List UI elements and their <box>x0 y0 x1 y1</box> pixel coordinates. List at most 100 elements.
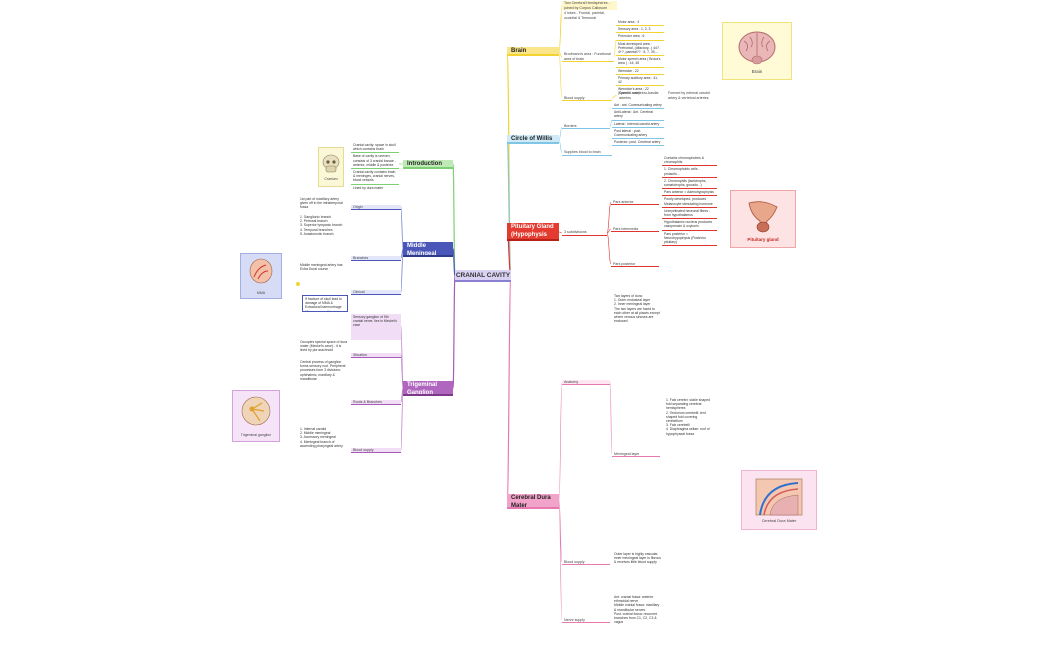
pars-intermedia[interactable]: Pars intermedia <box>611 227 659 232</box>
pars-posterior[interactable]: Pars posterior <box>611 262 659 267</box>
connector-line <box>558 231 563 234</box>
connector-line <box>611 94 618 99</box>
mma-clinical-note[interactable]: If fracture of skull lead to damage of M… <box>302 295 348 312</box>
connector-line <box>400 387 404 451</box>
topic-middle-meningeal-artery[interactable]: Middle Meningeal Artery <box>403 242 453 257</box>
circle-border-item[interactable]: Ant/Lateral : Ant. Cerebral artery <box>612 109 664 121</box>
connector-line <box>558 381 563 502</box>
connector-line <box>558 500 563 621</box>
connector-line <box>506 275 512 502</box>
topic-pituitary-gland[interactable]: Pituitary Gland (Hypophysis Cerebri) <box>507 223 559 241</box>
trigeminal-roots-label[interactable]: Roots & Branches <box>351 400 401 405</box>
dura-nerve-text[interactable]: Ant. cranial fossa: anterior ethmoidal n… <box>614 595 660 625</box>
trigeminal-situation-label[interactable]: Situation <box>351 353 401 358</box>
topic-cerebral-dura-mater[interactable]: Cerebral Dura Mater <box>507 494 559 509</box>
connector-line <box>506 51 512 277</box>
dura-anatomy-text[interactable]: Two layers of dura: 1. Outer endosteal l… <box>614 294 660 324</box>
brain-lobes[interactable]: 4 lobes - Frontal, parietal, occipital &… <box>564 11 605 19</box>
dura-blood-text[interactable]: Outer layer is highly vascular, inner me… <box>614 552 661 565</box>
brodmann-item[interactable]: Motor speech area ( Broca's area ) : 44,… <box>616 56 664 68</box>
connector-line <box>400 248 404 293</box>
brain-blood-supply-label[interactable]: Blood supply <box>562 96 612 101</box>
central-topic[interactable]: CRANIAL CAVITY <box>455 270 511 282</box>
brodmann-item[interactable]: Wernicke : 22 <box>616 68 664 75</box>
brain-hemispheres[interactable]: Two Cerebral Hemispheres - joined by Cor… <box>562 1 617 10</box>
pituitary-icon <box>748 200 778 232</box>
trigeminal-caption: Trigeminal ganglion <box>240 433 272 437</box>
pituitary-note[interactable]: Pars anterior = Adenohypophysis <box>662 189 717 197</box>
trigeminal-roots-text[interactable]: Central process of ganglion forms sensor… <box>300 360 346 381</box>
brodmann-item[interactable]: Primary auditory area : 41, 42 <box>616 75 664 87</box>
connector-line <box>452 248 456 277</box>
mma-origin-label[interactable]: Origin <box>351 205 401 210</box>
intro-item[interactable]: Lined by dura mater <box>351 185 399 190</box>
circle-border-item[interactable]: Post lateral : post. Communicating arter… <box>612 128 664 140</box>
mma-clinical-label[interactable]: Clinical <box>351 290 401 295</box>
brain-image-caption: Brain <box>751 68 763 74</box>
brodmann-item[interactable]: Sensory area : 1, 2, 3 <box>616 26 664 34</box>
mma-clinical-text[interactable]: Middle meningeal artery has Extra Dural … <box>300 263 343 272</box>
pituitary-note[interactable]: Hypothalamic nucleus produces vasopressi… <box>662 219 717 231</box>
mma-branches-label[interactable]: Branches <box>351 256 401 261</box>
trigeminal-intro[interactable]: Sensory ganglion of 5th cranial nerve, l… <box>351 314 401 340</box>
dura-caption: Cerebral Dura Mater <box>761 519 797 523</box>
brain-image: Brain <box>722 22 792 80</box>
pituitary-note[interactable]: 2. Chromophils (lactotrophs, somatotroph… <box>662 178 717 190</box>
dura-image: Cerebral Dura Mater <box>741 470 817 530</box>
dura-meningeal-label[interactable]: Meningeal layer <box>612 452 660 457</box>
intro-item[interactable]: Cranial cavity: space in skull which con… <box>351 142 399 154</box>
pituitary-note[interactable]: Pars posterior = Neurohypophysis (Poster… <box>662 231 717 247</box>
brain-icon <box>738 31 776 64</box>
mma-image: MMA <box>240 253 282 299</box>
mma-caption: MMA <box>256 291 266 295</box>
cranium-caption: Cranium <box>324 177 338 181</box>
intro-list: Cranial cavity: space in skull which con… <box>351 142 399 190</box>
brain-blood-supply-note[interactable]: Formed by internal carotid artery & vert… <box>668 91 710 100</box>
trigeminal-situation-text[interactable]: Occupies special space of dura mater (Me… <box>300 340 348 353</box>
pituitary-subdivisions[interactable]: 3 subdivisions <box>562 230 607 236</box>
trigeminal-blood-text[interactable]: 1. Internal carotid 2. Middle meningeal … <box>300 427 343 448</box>
dura-anatomy-label[interactable]: Anatomy <box>562 380 610 385</box>
pituitary-note[interactable]: Contains chromophobes & chromophils <box>662 155 717 167</box>
connector-line <box>558 51 563 58</box>
brodmann-item[interactable]: Motor area : 4 <box>616 19 664 27</box>
dura-meningeal-text[interactable]: 1. Falx cerebri: sickle shaped fold sepa… <box>666 398 710 436</box>
brodmann-label[interactable]: Brodmann's area : Functional area of bra… <box>562 52 614 62</box>
pituitary-note[interactable]: Unmyelinated neuronal fibres - from hypo… <box>662 208 717 220</box>
circle-border-item[interactable]: Ant : ant. Communicating artery <box>612 102 664 110</box>
pituitary-note[interactable]: Poorly developed, produces Melanocyte st… <box>662 196 717 208</box>
connector-line <box>558 139 563 154</box>
warning-icon <box>296 282 300 286</box>
intro-item[interactable]: Cranial cavity contains brain & meninges… <box>351 169 399 185</box>
intro-item[interactable]: Base of cavity is uneven, consists of 3 … <box>351 153 399 170</box>
circle-border-item[interactable]: Posterior: post. Cerebral artery <box>612 139 664 147</box>
dura-blood-label[interactable]: Blood supply <box>562 560 610 565</box>
trigeminal-icon <box>241 396 271 426</box>
circle-border-item[interactable]: Lateral : Internal carotid artery <box>612 121 664 128</box>
brodmann-item[interactable]: Wernicke's area : 22 (Speech area) <box>616 86 664 95</box>
circle-supply[interactable]: Supplies blood to brain <box>562 150 612 156</box>
trigeminal-blood-label[interactable]: Blood supply <box>351 448 401 453</box>
dura-icon <box>755 478 803 516</box>
brodmann-item[interactable]: Most developed area : Prefrontal, (olfac… <box>616 41 664 57</box>
mma-origin-text[interactable]: 1st part of maxillary artery given off i… <box>300 197 343 210</box>
pars-anterior[interactable]: Pars anterior <box>611 200 659 205</box>
connector-line <box>400 354 404 389</box>
brodmann-item[interactable]: Premotor area : 6 <box>616 33 664 41</box>
connector-line <box>558 126 563 141</box>
topic-circle-of-willis[interactable]: Circle of Willis <box>507 135 559 144</box>
circle-borders-label[interactable]: Borders <box>562 124 610 129</box>
topic-brain[interactable]: Brain <box>507 47 559 56</box>
topic-trigeminal-ganglion[interactable]: Trigeminal Ganglion <box>403 381 453 396</box>
connector-line <box>606 232 612 265</box>
topic-introduction[interactable]: Introduction <box>403 160 453 169</box>
connector-line <box>558 14 563 53</box>
mma-branches-text[interactable]: 1. Ganglionic branch 2. Petrosal branch … <box>300 215 343 236</box>
pituitary-note[interactable]: 1. Chromophobic cells - prolactin... <box>662 166 717 178</box>
brain-blood-supply-text[interactable]: Carotid - vertebro-basilar arteries <box>619 91 659 99</box>
dura-nerve-label[interactable]: Nerve supply <box>562 618 610 623</box>
